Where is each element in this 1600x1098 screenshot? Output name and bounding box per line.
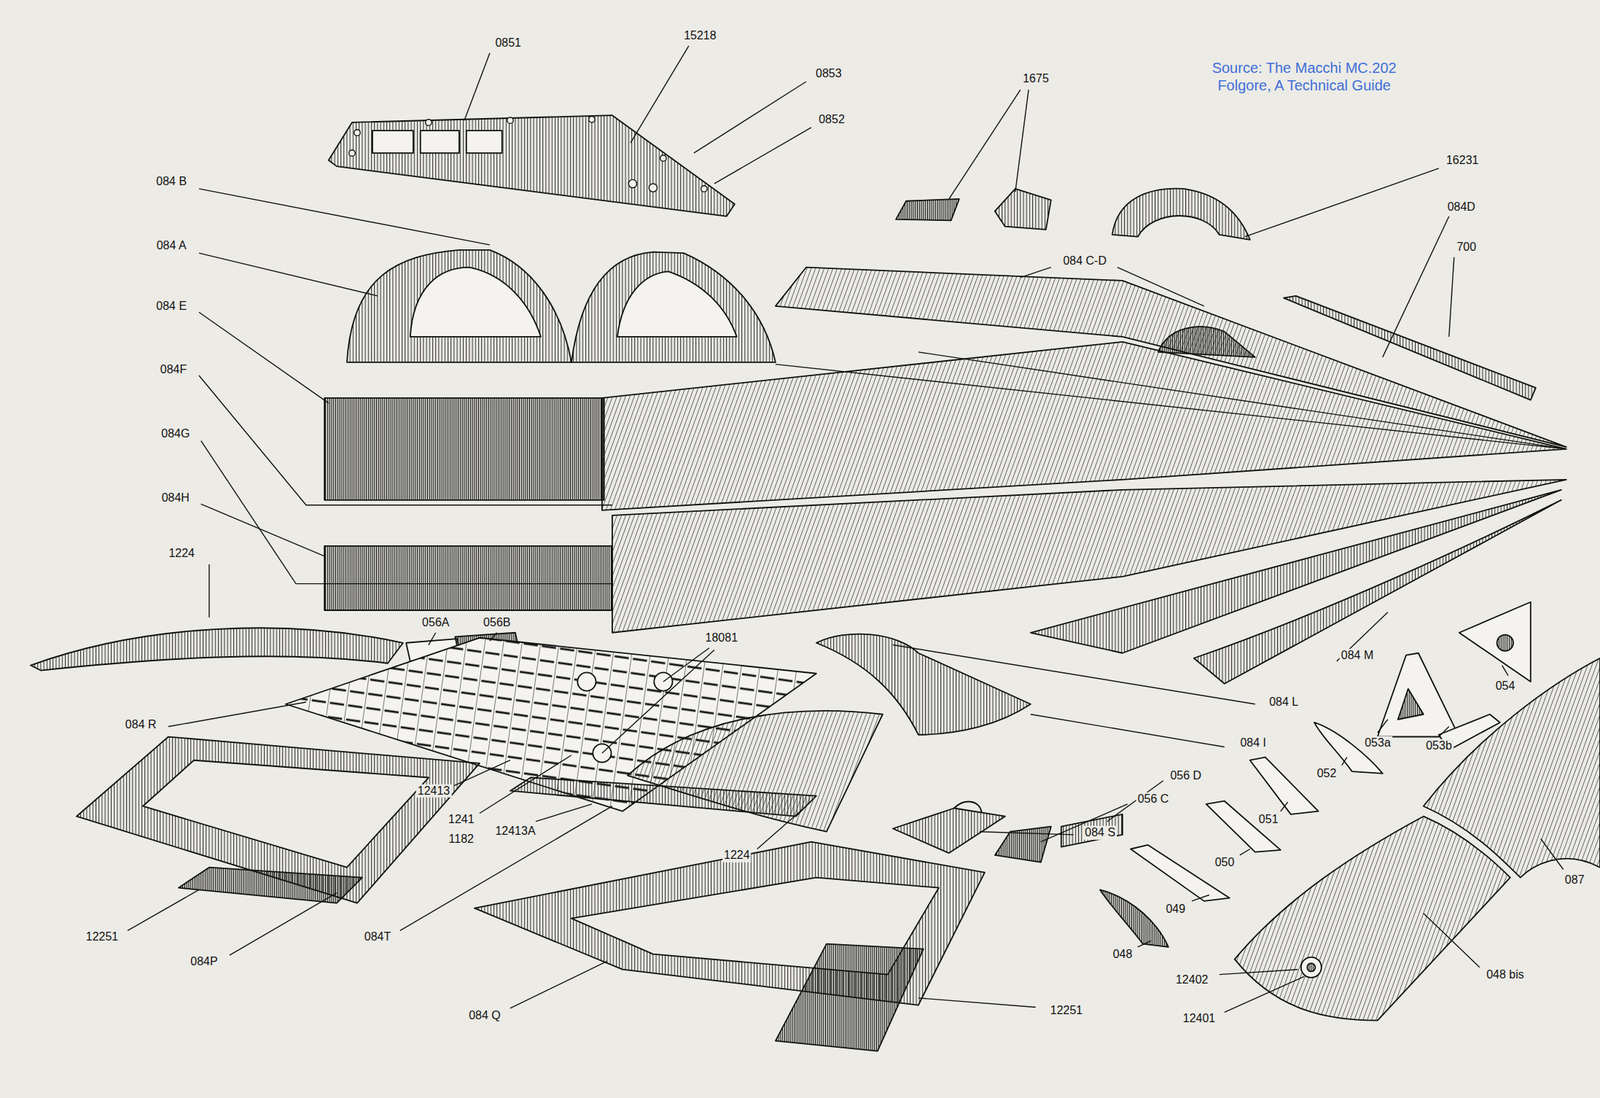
callout-number: 1241: [446, 812, 476, 826]
callout-number: 084 R: [123, 717, 159, 732]
callout-number: 084 Q: [467, 1008, 503, 1022]
callout-number: 084 M: [1339, 648, 1375, 662]
callout-number: 1182: [447, 832, 476, 846]
callout-number: 12413A: [493, 823, 537, 837]
callout-number: 084 S: [1083, 825, 1117, 839]
callout-number: 12251: [84, 930, 121, 944]
callout-number: 087: [1563, 873, 1587, 887]
source-watermark: Source: The Macchi MC.202 Folgore, A Tec…: [1193, 59, 1415, 95]
callout-number: 12413: [416, 784, 452, 798]
callout-number: 1224: [722, 848, 752, 862]
callout-number: 051: [1257, 812, 1280, 826]
callout-number: 0853: [814, 67, 844, 81]
callout-number: 15218: [682, 29, 718, 43]
callout-number: 700: [1454, 240, 1478, 254]
callout-number: 084 I: [1238, 736, 1268, 750]
leader-lines: [127, 45, 1564, 1012]
callout-number: 053a: [1363, 736, 1393, 750]
callout-number: 084G: [159, 427, 191, 441]
callout-number: 18081: [704, 631, 740, 645]
callout-number: 084 A: [155, 239, 189, 253]
callout-number: 1675: [1021, 72, 1051, 86]
callout-number: 053b: [1424, 739, 1454, 753]
callout-number: 12402: [1174, 973, 1211, 987]
callout-number: 056A: [420, 615, 451, 630]
callout-number: 1224: [166, 546, 197, 560]
callout-number: 16231: [1444, 153, 1481, 167]
callout-number: 084H: [160, 491, 191, 505]
callout-number: 084 L: [1267, 695, 1300, 709]
callout-number: 084D: [1446, 200, 1477, 214]
callout-number: 056 C: [1136, 792, 1171, 806]
callout-number: 054: [1494, 679, 1517, 693]
callout-number: 0852: [817, 112, 847, 127]
callout-number: 0851: [493, 36, 523, 50]
parts: [30, 115, 1600, 1051]
callout-number: 084 E: [154, 299, 189, 313]
callout-number: 084P: [188, 954, 219, 969]
callout-number: 048: [1111, 947, 1135, 961]
callout-number: 052: [1315, 766, 1339, 780]
callout-number: 12401: [1181, 1011, 1218, 1025]
callout-number: 056 D: [1168, 769, 1203, 783]
callout-number: 084T: [363, 930, 393, 944]
callout-number: 049: [1164, 902, 1187, 916]
callout-number: 12251: [1048, 1003, 1085, 1017]
callout-number: 084 B: [154, 174, 189, 189]
callout-number: 048 bis: [1484, 968, 1526, 982]
callout-number: 084 C-D: [1061, 254, 1108, 268]
callout-number: 050: [1213, 855, 1237, 869]
callout-number: 084F: [158, 363, 189, 377]
callout-number: 056B: [481, 615, 512, 630]
